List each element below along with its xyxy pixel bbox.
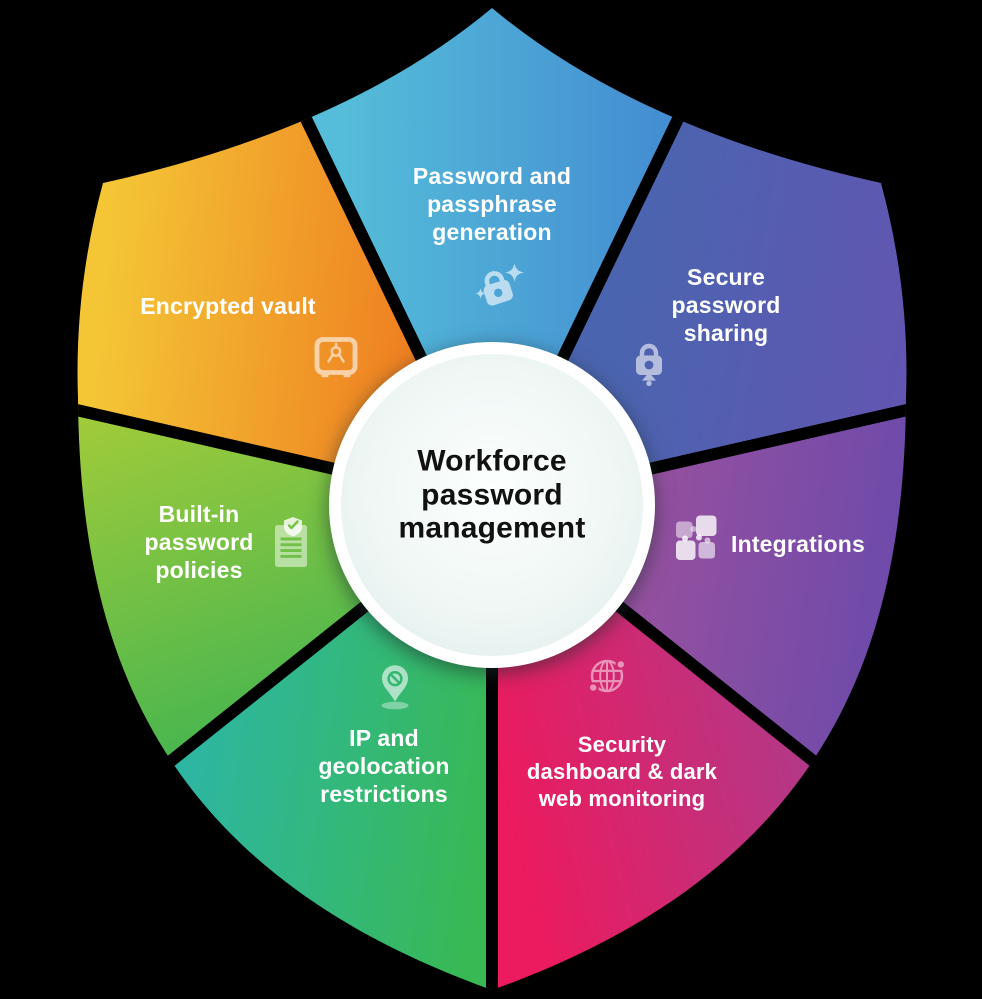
- label-line: Built-in: [158, 500, 240, 527]
- label-security-dashboard: Security dashboard & dark web monitoring: [527, 732, 717, 812]
- label-password-policies: Built-in password policies: [145, 500, 254, 584]
- label-encrypted-vault: Encrypted vault: [140, 292, 316, 320]
- label-line: Encrypted vault: [140, 292, 316, 319]
- label-password-generation: Password and passphrase generation: [413, 162, 571, 246]
- label-ip-geolocation: IP and geolocation restrictions: [318, 724, 449, 808]
- lock-sparkles-icon: [475, 263, 524, 306]
- title-line: Workforce: [417, 444, 567, 478]
- label-integrations: Integrations: [731, 530, 865, 558]
- center-circle: [329, 342, 655, 668]
- label-line: geolocation: [318, 752, 450, 779]
- label-line: passphrase: [427, 190, 557, 217]
- label-line: Integrations: [730, 530, 866, 557]
- label-line: Security: [577, 731, 667, 757]
- center-title: Workforce password management: [398, 445, 585, 546]
- label-line: Secure: [687, 263, 765, 290]
- policy-checklist-icon: [275, 517, 307, 567]
- vault-icon: [314, 337, 358, 378]
- location-pin-blocked-icon: [381, 665, 409, 710]
- label-line: policies: [155, 557, 243, 584]
- label-line: generation: [432, 219, 552, 246]
- label-line: restrictions: [320, 781, 448, 808]
- center-circle-fill: [341, 354, 643, 656]
- puzzle-icon: [676, 515, 717, 560]
- label-line: password: [144, 528, 254, 555]
- title-line: password: [421, 478, 563, 512]
- segment-encrypted-vault: [77, 8, 498, 511]
- title-line: management: [398, 511, 586, 545]
- label-line: web monitoring: [538, 785, 706, 811]
- label-line: dashboard & dark: [526, 758, 718, 784]
- label-line: password: [671, 291, 781, 318]
- label-line: Password and: [412, 162, 572, 189]
- label-line: IP and: [349, 724, 419, 751]
- label-line: sharing: [683, 320, 769, 347]
- globe-network-icon: [590, 659, 624, 693]
- person-lock-icon: [636, 343, 662, 387]
- label-secure-sharing: Secure password sharing: [672, 263, 781, 347]
